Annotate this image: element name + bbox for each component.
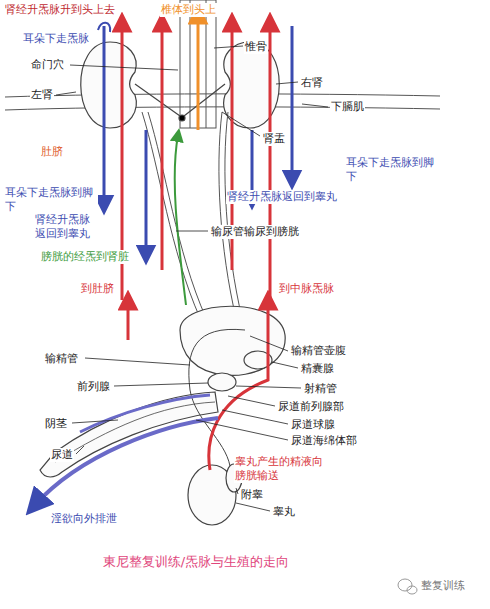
part-label: 肾盂 [262, 132, 286, 146]
part-label: 附睾 [240, 488, 264, 502]
flow-label: 耳朵下走炁脉到脚下 [345, 156, 439, 184]
part-label: 前列腺 [76, 380, 111, 394]
part-label: 尿道海绵体部 [290, 434, 358, 448]
energy-flows [35, 14, 292, 505]
ureters [142, 112, 242, 318]
part-label: 右肾 [300, 76, 324, 90]
part-label: 尿道球腺 [290, 418, 336, 432]
part-label: 尿道前列腺部 [277, 400, 345, 414]
flow-label: 到肚脐 [80, 282, 115, 296]
testis [188, 329, 245, 525]
caption: 東尼整复训练/炁脉与生殖的走向 [96, 553, 296, 572]
watermark: 整复训练 [420, 579, 466, 593]
part-label: 输精管 [44, 352, 79, 366]
flow-label: 椎体到头上 [160, 3, 217, 17]
flow-label: 膀胱的经炁到肾脏 [40, 250, 130, 264]
diaphragm [5, 94, 440, 110]
flow-label: 肾经升炁脉返回到睾丸 [34, 213, 98, 241]
flow-label: 淫欲向外排泄 [50, 512, 118, 526]
part-label: 惟骨 [244, 40, 268, 54]
part-label: 输尿管输尿到膀胱 [210, 225, 300, 239]
flow-label: 肚脐 [40, 145, 64, 159]
watermark-icon [398, 579, 417, 594]
leader-lines [56, 46, 328, 511]
part-label: 命门穴 [30, 58, 65, 72]
flow-label: 到中脉炁脉 [278, 282, 335, 296]
part-label: 阴茎 [44, 417, 68, 431]
part-label: 尿道 [50, 448, 74, 462]
part-label: 精囊腺 [300, 362, 335, 376]
part-label: 左肾 [30, 88, 54, 102]
part-label: 输精管壶腹 [290, 344, 347, 358]
part-label: 睾丸 [272, 505, 296, 519]
flow-label: 肾经升炁脉返回到睾丸 [226, 190, 338, 204]
flow-label: 耳朵下走炁脉到脚下 [4, 186, 98, 214]
flow-label: 肾经升炁脉升到头上去 [4, 3, 116, 17]
part-label: 射精管 [303, 382, 338, 396]
flow-label: 睾丸产生的精液向膀胱输送 [234, 455, 328, 483]
part-label: 下膈肌 [330, 100, 365, 114]
flow-label: 耳朵下走炁脉 [22, 32, 90, 46]
kidneys [81, 42, 280, 128]
penis [40, 392, 218, 477]
